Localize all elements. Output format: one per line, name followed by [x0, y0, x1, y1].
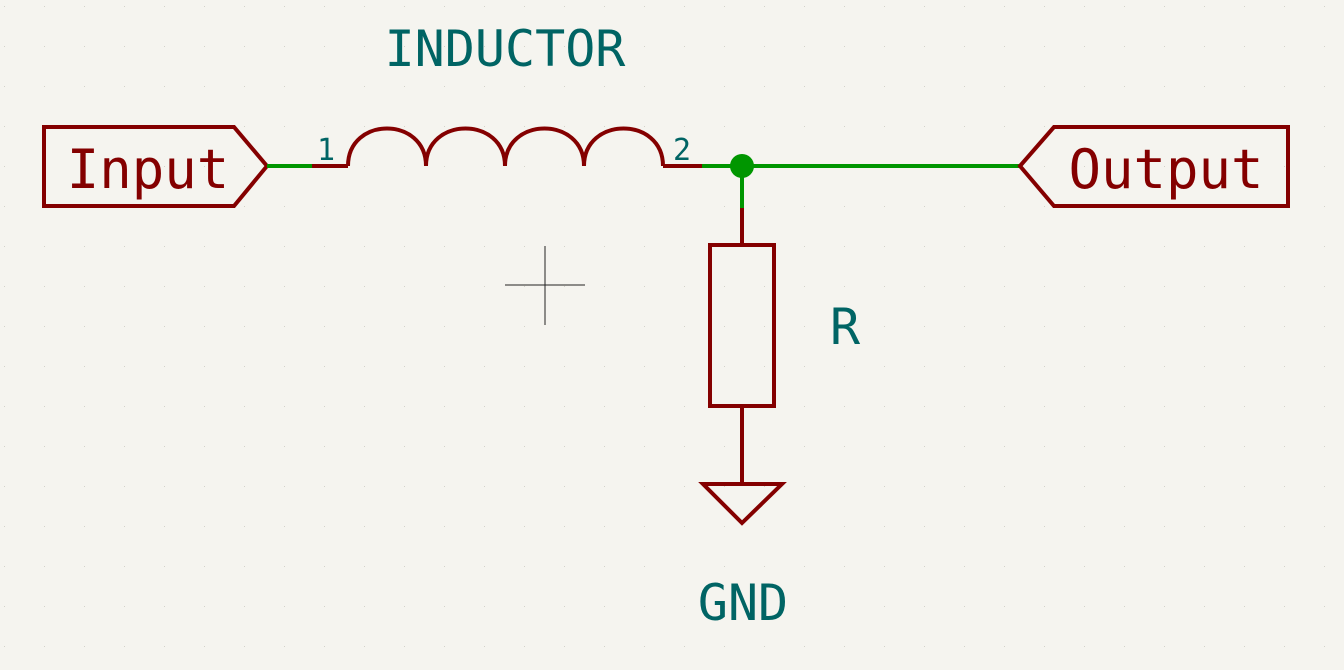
inductor[interactable]: INDUCTOR 1 2: [312, 20, 702, 168]
resistor[interactable]: R: [708, 208, 861, 484]
output-label-text: Output: [1068, 138, 1263, 201]
inductor-reference: INDUCTOR: [385, 20, 627, 78]
output-label-shape: [1017, 125, 1290, 208]
input-label-text: Input: [67, 138, 230, 201]
input-label[interactable]: Input: [42, 125, 270, 208]
inductor-pin-1-number: 1: [317, 133, 335, 168]
ground-label: GND: [698, 574, 788, 632]
ground-triangle: [698, 482, 787, 526]
ground-symbol[interactable]: GND: [698, 482, 788, 632]
inductor-pin-2-number: 2: [673, 133, 691, 168]
cursor-crosshair: [505, 246, 585, 325]
output-label[interactable]: Output: [1017, 125, 1290, 208]
resistor-reference: R: [830, 298, 861, 356]
input-label-shape: [42, 125, 270, 208]
inductor-coil: [346, 126, 665, 167]
